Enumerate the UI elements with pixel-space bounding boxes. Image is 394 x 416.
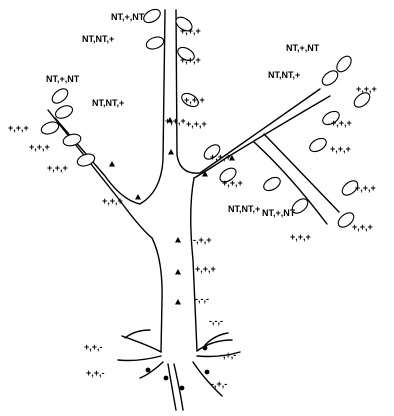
diagram-label: +,+,+ [355,183,376,193]
diagram-label: NT,NT,+ [228,204,260,214]
diagram-label: +,+,+ [8,123,29,133]
leaf [141,7,162,26]
diagram-label: +,+,+ [184,95,205,105]
root-sample-dot [203,346,208,351]
root-system [118,330,240,410]
diagram-label: +,+,+ [331,118,352,128]
sample-triangle [109,161,115,167]
sample-triangle [175,269,181,275]
root-sample-dot [164,376,169,381]
leaf [50,86,71,106]
diagram-label: -,+,- [220,350,236,360]
diagram-label: +,+,+ [195,264,216,274]
diagram-label: +,+,+ [180,26,201,36]
leaf [54,103,75,121]
diagram-label: -,+,+ [193,235,212,245]
sample-triangle [202,171,208,177]
diagram-label: +,+,+ [180,55,201,65]
diagram-label: NT,+,NT [111,12,145,22]
diagram-label: +,+,+ [356,84,377,94]
leaf [307,136,328,155]
leaf [261,175,282,194]
diagram-label: +,+,- [86,368,105,378]
diagram-label: -,-,- [209,316,223,326]
diagram-label: +,+,+ [222,178,243,188]
leaf [145,35,166,51]
diagram-label: +,+,+ [186,119,207,129]
diagram-label: +,+,+ [29,142,50,152]
diagram-label: +,+,+ [47,163,68,173]
diagram-labels: NT,+,NTNT,NT,++,+,++,+,++,+,++,+,+NT,+,N… [8,12,377,389]
root-sample-dot [146,368,151,373]
diagram-label: NT,+,NT [46,74,80,84]
sample-triangle [175,299,181,305]
diagram-label: NT,NT,+ [92,98,124,108]
leaf [320,68,341,88]
diagram-label: NT,+,NT [262,208,296,218]
root-sample-dot [180,386,185,391]
diagram-label: +,+,- [84,342,103,352]
diagram-label: NT,+,NT [286,43,320,53]
diagram-label: +,+,+ [210,152,231,162]
diagram-label: NT,NT,+ [82,34,114,44]
leaf [334,54,354,75]
sample-triangle [175,237,181,243]
diagram-label: +,+,+ [352,222,373,232]
diagram-label: -,-,- [195,294,209,304]
diagram-label: +,+,+ [330,144,351,154]
diagram-label: +,+,+ [290,232,311,242]
diagram-label: NT,NT,+ [268,70,300,80]
root-sample-dot [205,370,210,375]
diagram-label: +,+,+ [165,116,186,126]
sample-triangle [135,194,141,200]
diagram-label: -,+,- [211,379,227,389]
sample-triangle [168,149,174,155]
diagram-label: +,+,+ [102,196,123,206]
